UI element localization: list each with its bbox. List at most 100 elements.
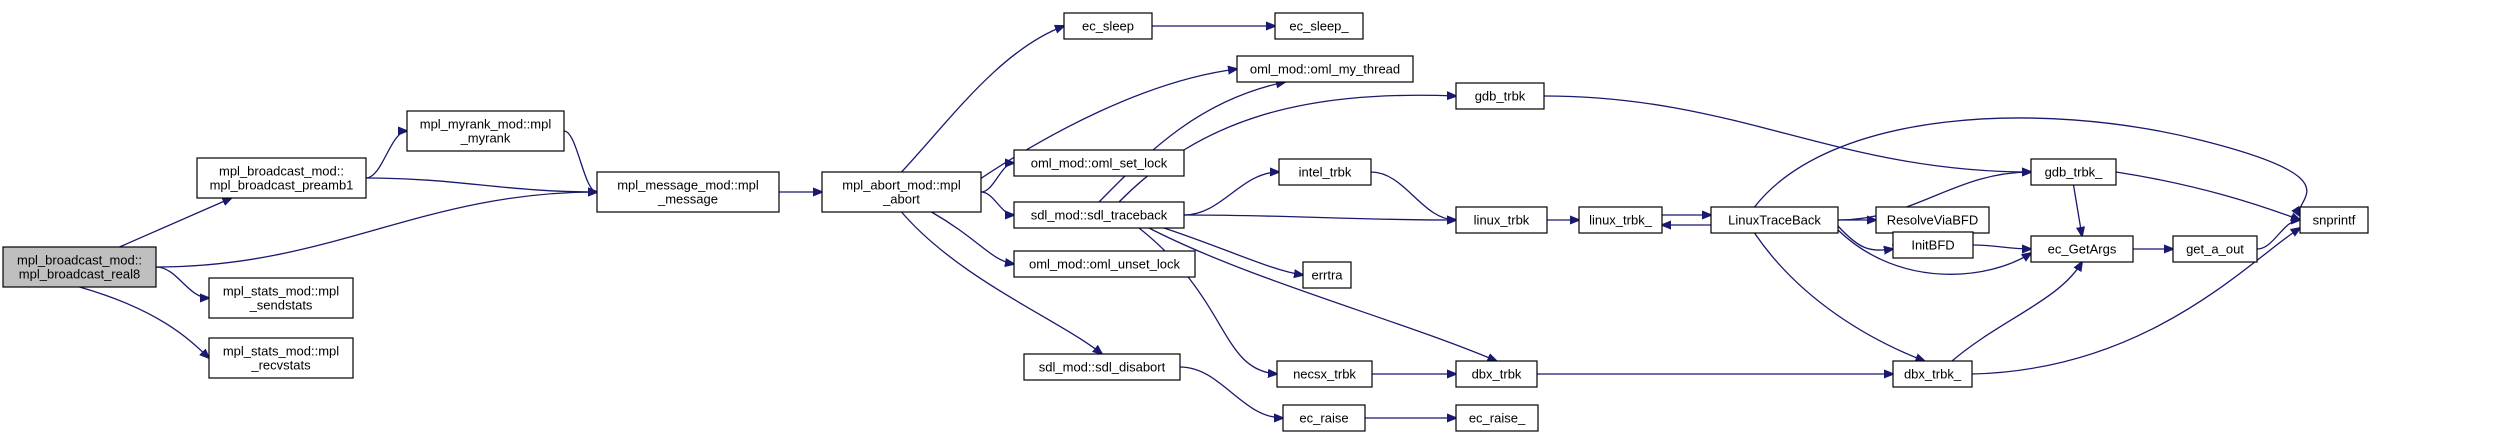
node-label: intel_trbk: [1299, 165, 1352, 180]
node-label: mpl_broadcast_mod::: [17, 253, 142, 268]
node-ec-raise-underscore[interactable]: ec_raise_: [1455, 404, 1539, 432]
node-myrank[interactable]: mpl_myrank_mod::mpl_myrank: [406, 110, 565, 152]
node-label: errtra: [1311, 268, 1343, 283]
node-label: mpl_broadcast_mod::: [219, 164, 344, 179]
node-box: [1276, 360, 1373, 388]
node-ec-sleep[interactable]: ec_sleep: [1063, 12, 1153, 40]
node-box: [1013, 149, 1185, 177]
edge-gdb-trbk--to-getargs: [2072, 184, 2083, 236]
node-preamb[interactable]: mpl_broadcast_mod::mpl_broadcast_preamb1: [196, 157, 367, 199]
node-linux-trbk-underscore[interactable]: linux_trbk_: [1578, 206, 1663, 234]
node-box: [1455, 82, 1545, 110]
edge-myrank-to-message: [563, 130, 597, 192]
node-errtra[interactable]: errtra: [1302, 261, 1352, 289]
node-linux-trbk[interactable]: linux_trbk: [1455, 206, 1548, 234]
node-box: [596, 171, 780, 213]
node-box: [406, 110, 565, 152]
node-label: ec_sleep: [1082, 19, 1134, 34]
node-label: mpl_myrank_mod::mpl: [420, 117, 552, 132]
node-label: oml_mod::oml_set_lock: [1031, 156, 1168, 171]
edge-abort-to-my-thread: [960, 69, 1237, 193]
node-sendstats[interactable]: mpl_stats_mod::mpl_sendstats: [208, 277, 354, 319]
node-getargs[interactable]: ec_GetArgs: [2030, 235, 2134, 263]
node-box: [1278, 158, 1372, 186]
node-box: [2299, 206, 2369, 234]
node-intel-trbk[interactable]: intel_trbk: [1278, 158, 1372, 186]
node-necsx-trbk[interactable]: necsx_trbk: [1276, 360, 1373, 388]
node-gdb-trbk[interactable]: gdb_trbk: [1455, 82, 1545, 110]
edge-traceback-to-linux-trbk: [1183, 214, 1456, 220]
edge-traceback-to-gdb-trbk: [1118, 95, 1456, 203]
node-label: LinuxTraceBack: [1728, 213, 1821, 228]
edge-ltb-to-dbx-trbk-: [1753, 232, 1925, 361]
node-label: mpl_stats_mod::mpl: [223, 284, 339, 299]
node-dbx-trbk[interactable]: dbx_trbk: [1455, 360, 1538, 388]
node-initbfd[interactable]: InitBFD: [1892, 231, 1974, 259]
node-box: [2030, 158, 2117, 186]
node-label: sdl_mod::sdl_disabort: [1039, 360, 1166, 375]
node-get-a-out[interactable]: get_a_out: [2172, 235, 2258, 263]
node-gdb-trbk-underscore[interactable]: gdb_trbk_: [2030, 158, 2117, 186]
node-set-lock[interactable]: oml_mod::oml_set_lock: [1013, 149, 1185, 177]
node-label: mpl_stats_mod::mpl: [223, 344, 339, 359]
node-unset-lock[interactable]: oml_mod::oml_unset_lock: [1013, 250, 1196, 278]
edge-traceback-to-my-thread: [1098, 82, 1285, 203]
node-snprintf[interactable]: snprintf: [2299, 206, 2369, 234]
node-disabort[interactable]: sdl_mod::sdl_disabort: [1023, 353, 1181, 381]
node-ec-raise[interactable]: ec_raise: [1282, 404, 1366, 432]
node-label: linux_trbk_: [1589, 213, 1653, 228]
node-label: InitBFD: [1911, 238, 1954, 253]
node-box: [1455, 404, 1539, 432]
node-label: snprintf: [2313, 213, 2356, 228]
node-box: [1282, 404, 1366, 432]
node-dbx-trbk-underscore[interactable]: dbx_trbk_: [1892, 360, 1973, 388]
node-resolve[interactable]: ResolveViaBFD: [1875, 206, 1990, 234]
node-label: oml_mod::oml_unset_lock: [1029, 257, 1181, 272]
node-label: _message: [657, 192, 718, 207]
edge-ltb-to-snprintf: [1753, 117, 2308, 216]
node-label: dbx_trbk: [1472, 367, 1522, 382]
node-label: necsx_trbk: [1293, 367, 1356, 382]
node-traceback[interactable]: sdl_mod::sdl_traceback: [1013, 201, 1185, 229]
edge-gdb-trbk--to-snprintf: [2115, 171, 2300, 220]
edge-abort-to-unset-lock: [931, 211, 1015, 264]
edge-gdb-trbk-to-gdb-trbk-: [1543, 95, 2031, 172]
node-label: mpl_abort_mod::mpl: [842, 178, 961, 193]
node-box: [2, 246, 157, 288]
node-abort[interactable]: mpl_abort_mod::mpl_abort: [821, 171, 982, 213]
nodes: mpl_broadcast_mod::mpl_broadcast_real8mp…: [2, 12, 2369, 432]
node-box: [196, 157, 367, 199]
node-label: ec_GetArgs: [2048, 242, 2117, 257]
node-label: mpl_broadcast_preamb1: [210, 178, 354, 193]
edge-abort-to-ec-sleep: [901, 26, 1065, 173]
node-box: [1455, 360, 1538, 388]
node-label: ec_raise_: [1469, 411, 1526, 426]
node-ec-sleep-underscore[interactable]: ec_sleep_: [1274, 12, 1364, 40]
node-box: [2172, 235, 2258, 263]
node-box: [1236, 55, 1414, 83]
edge-traceback-to-intel-trbk: [1183, 172, 1279, 216]
node-box: [1455, 206, 1548, 234]
node-label: dbx_trbk_: [1904, 367, 1962, 382]
node-message[interactable]: mpl_message_mod::mpl_message: [596, 171, 780, 213]
edge-abort-to-traceback: [980, 191, 1014, 215]
node-box: [208, 337, 354, 379]
node-box: [1063, 12, 1153, 40]
edge-abort-to-set-lock: [980, 163, 1014, 193]
node-root[interactable]: mpl_broadcast_mod::mpl_broadcast_real8: [2, 246, 157, 288]
node-label: linux_trbk: [1474, 213, 1530, 228]
edge-initbfd-to-getargs: [1972, 245, 2031, 249]
node-label: _abort: [882, 192, 920, 207]
node-recvstats[interactable]: mpl_stats_mod::mpl_recvstats: [208, 337, 354, 379]
node-box: [208, 277, 354, 319]
edge-intel-trbk-to-linux-trbk: [1370, 171, 1456, 220]
node-box: [1013, 201, 1185, 229]
node-label: _recvstats: [250, 358, 311, 373]
edge-preamb-to-myrank: [365, 131, 407, 179]
node-label: oml_mod::oml_my_thread: [1250, 62, 1400, 77]
node-box: [821, 171, 982, 213]
node-label: mpl_message_mod::mpl: [617, 178, 759, 193]
edge-get-a-out-to-snprintf: [2256, 220, 2300, 250]
node-ltb[interactable]: LinuxTraceBack: [1710, 206, 1839, 234]
node-my-thread[interactable]: oml_mod::oml_my_thread: [1236, 55, 1414, 83]
